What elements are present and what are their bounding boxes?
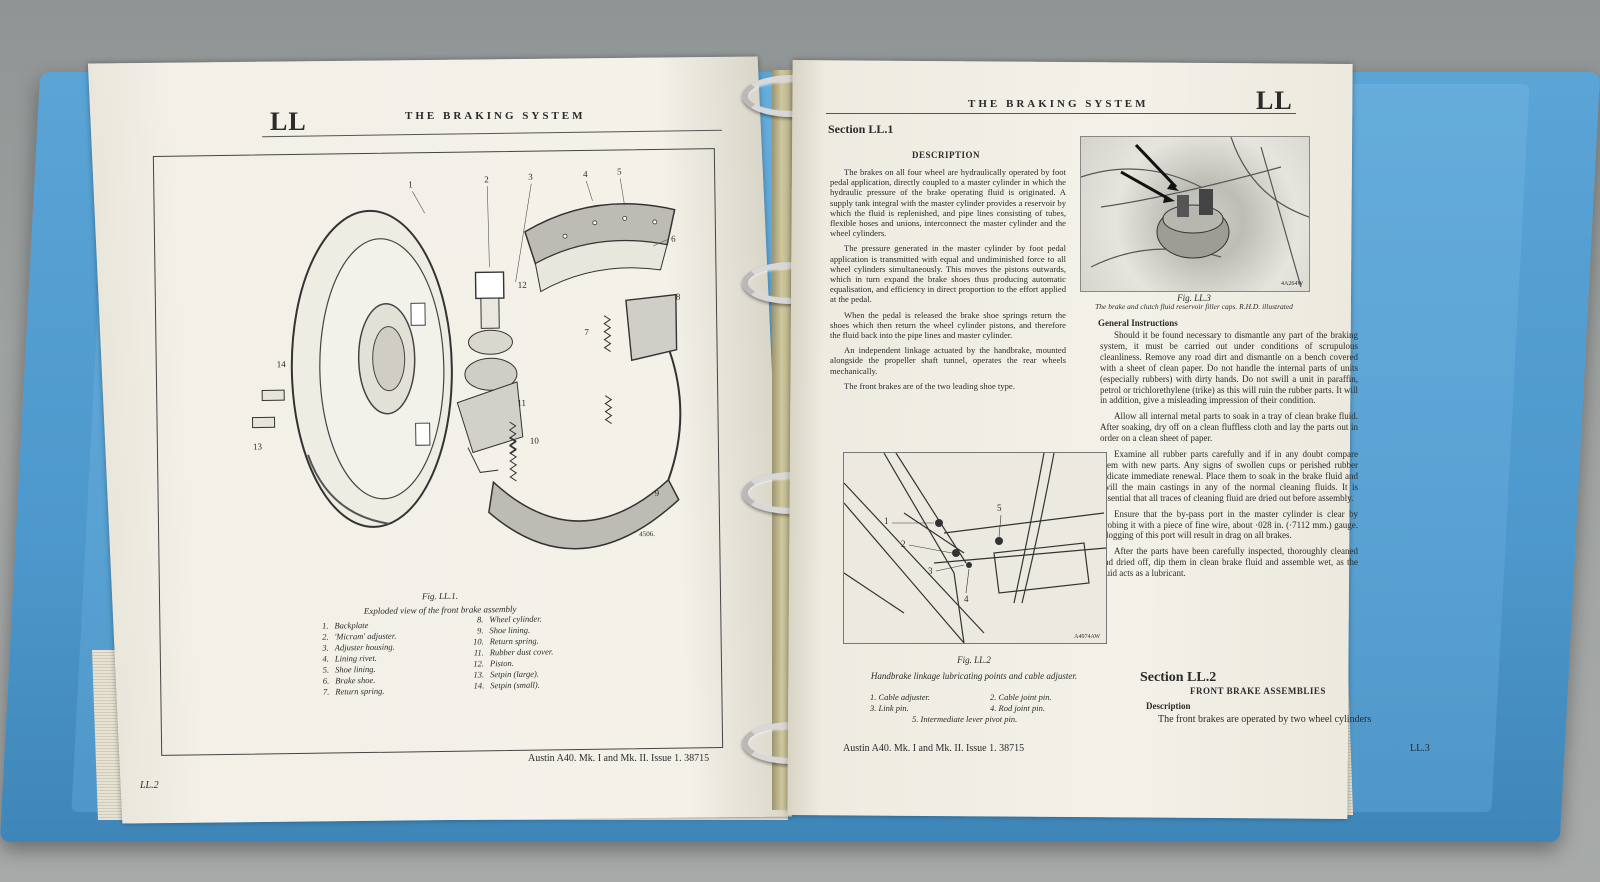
left-footer: Austin A40. Mk. I and Mk. II. Issue 1. 3… — [528, 753, 710, 764]
desc-paragraph-3: When the pedal is released the brake sho… — [830, 309, 1066, 341]
fig-ll3-subcaption: The brake and clutch fluid reservoir fil… — [1095, 302, 1293, 311]
description-heading: DESCRIPTION — [911, 150, 980, 160]
callout-9: 9 — [654, 487, 660, 498]
left-header-title: THE BRAKING SYSTEM — [405, 110, 586, 122]
gen-paragraph-1: Should it be found necessary to dismantl… — [1100, 330, 1358, 406]
fig2-callout-3: 3 — [928, 566, 933, 576]
fig-ll2-subcaption: Handbrake linkage lubricating points and… — [870, 671, 1078, 681]
general-instructions-heading: General Instructions — [1098, 318, 1178, 328]
section-ll2-description-label: Description — [1146, 701, 1191, 711]
fig-ll1-legend-left: 1.Backplate 2.'Micram' adjuster. 3.Adjus… — [321, 619, 397, 697]
front-brake-heading: FRONT BRAKE ASSEMBLIES — [1190, 686, 1326, 696]
section-ll2-text: The front brakes are operated by two whe… — [1158, 714, 1372, 725]
gen-paragraph-5: After the parts have been carefully insp… — [1100, 546, 1358, 579]
fig-ll1-subcaption: Exploded view of the front brake assembl… — [363, 603, 517, 617]
right-section-code: LL — [1256, 86, 1293, 115]
left-page-number: LL.2 — [140, 780, 159, 791]
fig-ll3-caption: Fig. LL.3 — [1177, 293, 1211, 303]
exploded-brake-drawing — [251, 178, 682, 550]
section-ll2-title: Section LL.2 — [1140, 670, 1217, 685]
general-instructions-text: Should it be found necessary to dismantl… — [1100, 330, 1358, 584]
desc-paragraph-2: The pressure generated in the master cyl… — [830, 243, 1066, 305]
fig2-callout-1: 1 — [884, 516, 889, 526]
gen-paragraph-2: Allow all internal metal parts to soak i… — [1100, 411, 1358, 444]
right-footer: Austin A40. Mk. I and Mk. II. Issue 1. 3… — [843, 743, 1025, 754]
callout-2: 2 — [484, 174, 489, 185]
callout-12: 12 — [517, 279, 527, 290]
callout-1: 1 — [408, 179, 413, 190]
desc-paragraph-4: An independent linkage actuated by the h… — [830, 345, 1066, 376]
callout-13: 13 — [252, 441, 262, 452]
callout-8: 8 — [675, 291, 681, 302]
fig-ll2-legend: 1. Cable adjuster.2. Cable joint pin. 3.… — [870, 692, 1052, 724]
callout-3: 3 — [528, 171, 533, 182]
fig2-callout-2: 2 — [901, 539, 906, 549]
right-header-rule — [826, 113, 1296, 114]
callout-5: 5 — [617, 166, 622, 177]
desc-paragraph-1: The brakes on all four wheel are hydraul… — [830, 167, 1066, 239]
callout-4: 4 — [583, 168, 588, 179]
right-page-number: LL.3 — [1410, 743, 1430, 754]
right-header-title: THE BRAKING SYSTEM — [968, 98, 1149, 110]
left-section-code: LL — [270, 107, 307, 136]
fig2-callout-5: 5 — [997, 503, 1002, 513]
callout-11: 11 — [517, 397, 527, 408]
callout-10: 10 — [529, 435, 539, 446]
gen-paragraph-4: Ensure that the by-pass port in the mast… — [1100, 508, 1358, 541]
fig2-callout-4: 4 — [964, 594, 969, 604]
fig-ll2-caption: Fig. LL.2 — [957, 655, 991, 665]
fig-ll1-legend-right: 8.Wheel cylinder. 9.Shoe lining. 10.Retu… — [472, 613, 554, 691]
handbrake-linkage-drawing: 1 2 3 4 5 A4974AW — [843, 452, 1107, 644]
drawing-ref: 4506. — [639, 529, 655, 539]
callout-6: 6 — [670, 233, 676, 244]
photo-ref: 4A264W — [1281, 281, 1303, 287]
figure-frame: 1 2 3 4 5 6 7 8 9 10 11 12 13 14 4506. F… — [152, 148, 724, 756]
callout-14: 14 — [276, 359, 286, 370]
callout-7: 7 — [584, 326, 589, 337]
section-ll1-title: Section LL.1 — [828, 122, 894, 136]
sketch-ref: A4974AW — [1074, 634, 1100, 640]
gen-paragraph-3: Examine all rubber parts carefully and i… — [1100, 449, 1358, 503]
reservoir-photo: 4A264W — [1080, 136, 1310, 292]
description-text: The brakes on all four wheel are hydraul… — [830, 167, 1066, 396]
desc-paragraph-5: The front brakes are of the two leading … — [844, 380, 1015, 391]
